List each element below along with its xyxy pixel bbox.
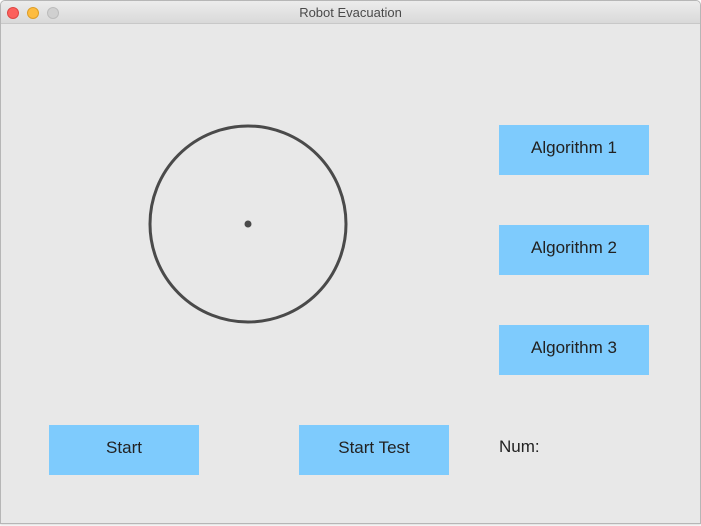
algorithm-1-button[interactable]: Algorithm 1 [499, 125, 649, 175]
close-window-button[interactable] [7, 7, 19, 19]
minimize-window-button[interactable] [27, 7, 39, 19]
algorithm-2-button[interactable]: Algorithm 2 [499, 225, 649, 275]
start-label: Start [106, 438, 142, 457]
start-test-button[interactable]: Start Test [299, 425, 449, 475]
algorithm-1-label: Algorithm 1 [531, 138, 617, 157]
evacuation-circle [148, 124, 348, 324]
algorithm-3-label: Algorithm 3 [531, 338, 617, 357]
start-button[interactable]: Start [49, 425, 199, 475]
title-bar: Robot Evacuation [1, 1, 700, 24]
num-label: Num: [499, 437, 540, 456]
zoom-window-button[interactable] [47, 7, 59, 19]
algorithm-2-label: Algorithm 2 [531, 238, 617, 257]
start-test-label: Start Test [338, 438, 410, 457]
window-title: Robot Evacuation [299, 5, 402, 20]
center-point [244, 220, 252, 228]
algorithm-3-button[interactable]: Algorithm 3 [499, 325, 649, 375]
